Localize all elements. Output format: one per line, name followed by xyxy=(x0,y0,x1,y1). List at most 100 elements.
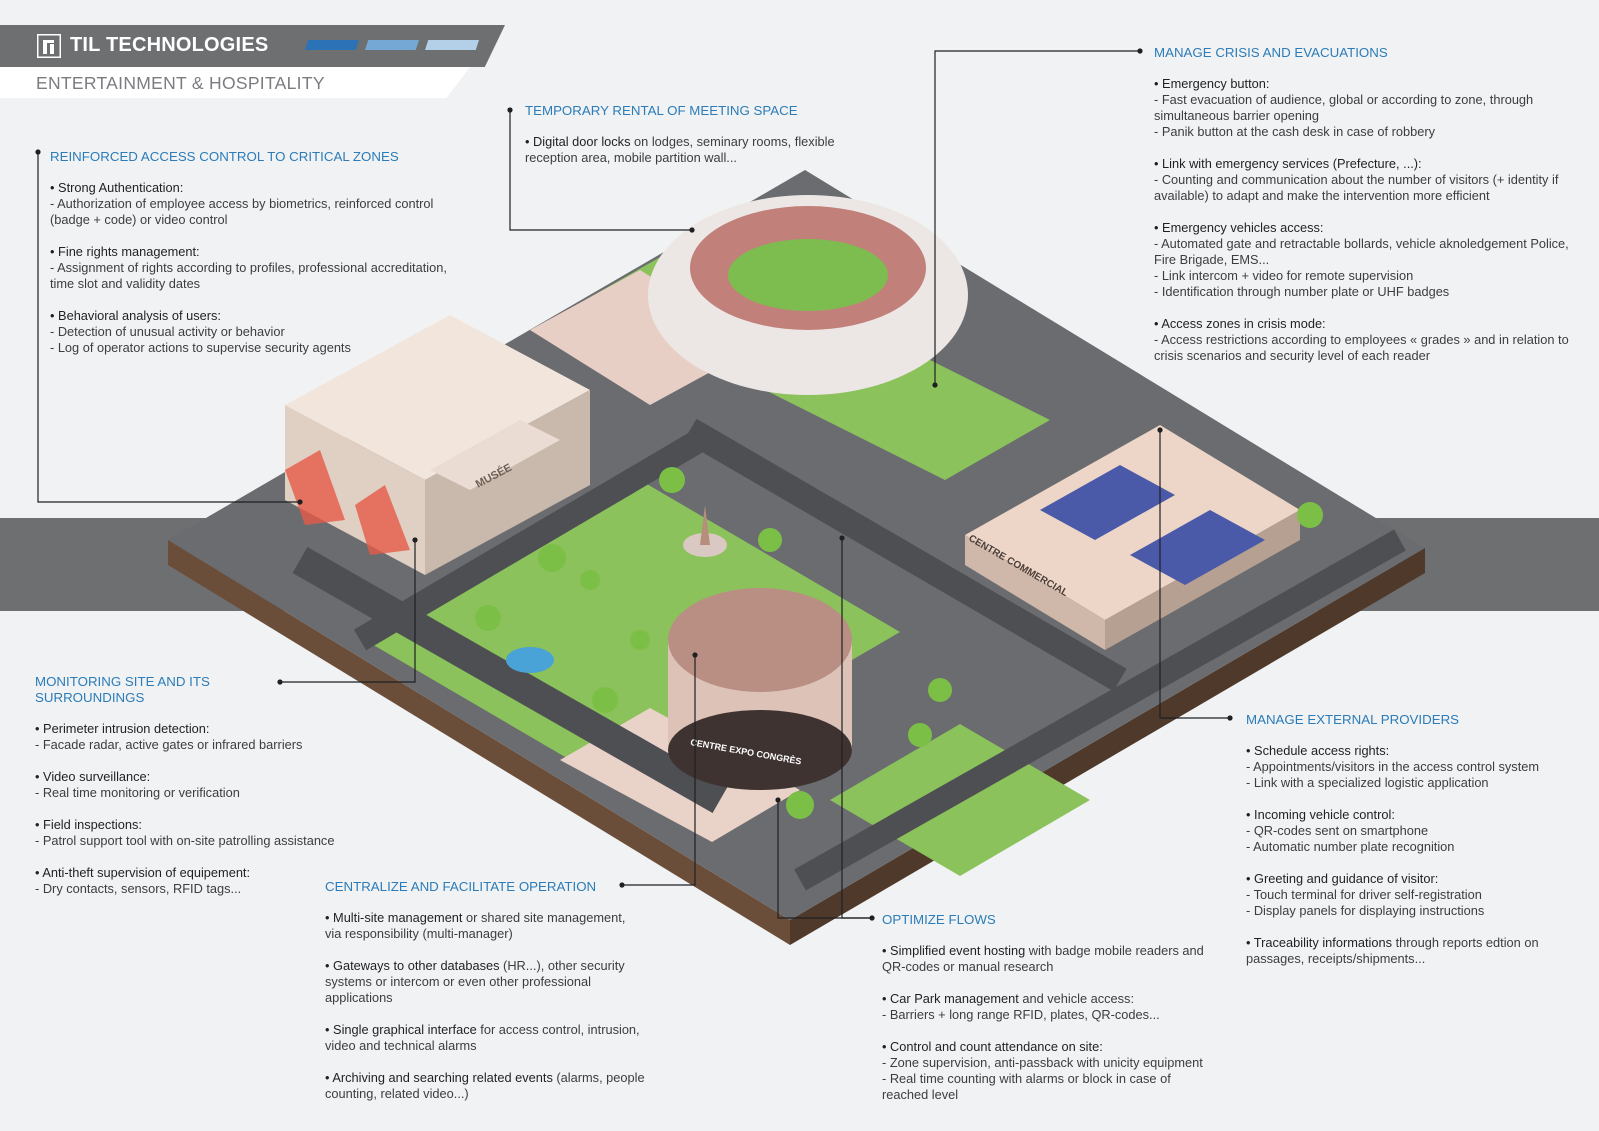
callout-section: • Behavioral analysis of users: - Detect… xyxy=(50,308,460,356)
section-rest: and vehicle access: xyxy=(1018,991,1135,1006)
section-line: - Appointments/visitors in the access co… xyxy=(1246,759,1540,774)
monument-obelisk xyxy=(700,505,710,545)
section-lead: • Simplified event hosting xyxy=(882,943,1026,958)
section-line: - Access restrictions according to emplo… xyxy=(1154,332,1569,363)
callout-title: CENTRALIZE AND FACILITATE OPERATION xyxy=(325,879,597,894)
section-lead: • Perimeter intrusion detection: xyxy=(35,721,210,736)
section-lead: • Archiving and searching related events xyxy=(325,1070,553,1085)
header-stripe-dark xyxy=(305,40,359,50)
section-lead: • Access zones in crisis mode: xyxy=(1154,316,1326,331)
base-left-side xyxy=(168,540,790,945)
callout-title: MONITORING SITE AND ITS SURROUNDINGS xyxy=(35,674,210,705)
callout-section: • Car Park management and vehicle access… xyxy=(882,991,1217,1023)
section-line: - QR-codes sent on smartphone xyxy=(1246,823,1429,838)
section-lead: • Strong Authentication: xyxy=(50,180,184,195)
page-subtitle: ENTERTAINMENT & HOSPITALITY xyxy=(36,73,325,93)
fountain xyxy=(506,647,554,673)
section-line: - Patrol support tool with on-site patro… xyxy=(35,833,335,848)
expo-bottom xyxy=(668,710,852,790)
callout-title: REINFORCED ACCESS CONTROL TO CRITICAL ZO… xyxy=(50,149,399,164)
section-lead: • Emergency vehicles access: xyxy=(1154,220,1324,235)
section-lead: • Digital door locks xyxy=(525,134,631,149)
section-lead: • Behavioral analysis of users: xyxy=(50,308,221,323)
callout-section: • Traceability informations through repo… xyxy=(1246,935,1566,967)
mall-roof xyxy=(965,425,1300,620)
section-line: - Counting and communication about the n… xyxy=(1154,172,1559,203)
plaza-pavement xyxy=(530,270,760,405)
section-lead: • Greeting and guidance of visitor: xyxy=(1246,871,1439,886)
callout-section: • Perimeter intrusion detection: - Facad… xyxy=(35,721,355,753)
section-line: - Touch terminal for driver self-registr… xyxy=(1246,887,1482,902)
museum-red-glass-2 xyxy=(355,485,410,555)
section-lead: • Car Park management xyxy=(882,991,1019,1006)
road-center xyxy=(683,418,1127,692)
museum-roof xyxy=(285,315,590,480)
section-line: - Fast evacuation of audience, global or… xyxy=(1154,92,1534,123)
section-lead: • Single graphical interface xyxy=(325,1022,477,1037)
trees xyxy=(475,467,1323,819)
section-lead: • Anti-theft supervision of equipement: xyxy=(35,865,251,880)
callout-lines xyxy=(37,50,1230,919)
section-lead: • Emergency button: xyxy=(1154,76,1270,91)
section-rest: through reports edtion on passages, rece… xyxy=(1246,935,1539,966)
callout-dots xyxy=(35,48,1233,921)
callout-meeting-space: TEMPORARY RENTAL OF MEETING SPACE • Digi… xyxy=(525,103,845,182)
callout-section: • Gateways to other databases (HR...), o… xyxy=(325,958,645,1006)
section-line: - Facade radar, active gates or infrared… xyxy=(35,737,303,752)
mall-left-wall xyxy=(965,535,1105,650)
section-line: - Authorization of employee access by bi… xyxy=(50,196,434,227)
section-line: - Automatic number plate recognition xyxy=(1246,839,1455,854)
solar-panels-1 xyxy=(1040,465,1175,540)
expo-top xyxy=(668,588,852,692)
stadium-pitch xyxy=(728,239,888,311)
callout-section: • Archiving and searching related events… xyxy=(325,1070,645,1102)
section-lead: • Video surveillance: xyxy=(35,769,151,784)
section-line: - Zone supervision, anti-passback with u… xyxy=(882,1055,1203,1070)
section-lead: • Incoming vehicle control: xyxy=(1246,807,1395,822)
section-line: - Log of operator actions to supervise s… xyxy=(50,340,351,355)
callout-access-control: REINFORCED ACCESS CONTROL TO CRITICAL ZO… xyxy=(50,149,460,372)
callout-centralize: CENTRALIZE AND FACILITATE OPERATION • Mu… xyxy=(325,879,645,1118)
callout-crisis: MANAGE CRISIS AND EVACUATIONS • Emergenc… xyxy=(1154,45,1574,380)
callout-section: • Emergency vehicles access: - Automated… xyxy=(1154,220,1574,300)
section-rest: with badge mobile readers and QR-codes o… xyxy=(882,943,1204,974)
section-rest: on lodges, seminary rooms, flexible rece… xyxy=(525,134,835,165)
section-line: - Automated gate and retractable bollard… xyxy=(1154,236,1569,267)
section-rest: for access control, intrusion, video and… xyxy=(325,1022,640,1053)
section-rest: or shared site management, via responsib… xyxy=(325,910,626,941)
section-lead: • Multi-site management xyxy=(325,910,463,925)
callout-title: TEMPORARY RENTAL OF MEETING SPACE xyxy=(525,103,798,118)
til-logo-icon xyxy=(37,34,61,58)
section-lead: • Schedule access rights: xyxy=(1246,743,1390,758)
section-line: - Real time monitoring or verification xyxy=(35,785,240,800)
section-line: - Assignment of rights according to prof… xyxy=(50,260,447,291)
callout-section: • Emergency button: - Fast evacuation of… xyxy=(1154,76,1574,140)
callout-section: • Anti-theft supervision of equipement: … xyxy=(35,865,355,897)
callout-section: • Access zones in crisis mode: - Access … xyxy=(1154,316,1574,364)
section-line: - Link intercom + video for remote super… xyxy=(1154,268,1414,283)
callout-section: • Link with emergency services (Prefectu… xyxy=(1154,156,1574,204)
callout-section: • Greeting and guidance of visitor: - To… xyxy=(1246,871,1566,919)
brand-name: TIL TECHNOLOGIES xyxy=(70,34,269,56)
section-line: - Detection of unusual activity or behav… xyxy=(50,324,285,339)
callout-section: • Incoming vehicle control: - QR-codes s… xyxy=(1246,807,1566,855)
callout-title: MANAGE CRISIS AND EVACUATIONS xyxy=(1154,45,1388,60)
header-stripe-mid xyxy=(365,40,419,50)
subtitle-bar xyxy=(0,67,470,98)
header-stripe-light xyxy=(425,40,479,50)
section-lead: • Traceability informations xyxy=(1246,935,1393,950)
callout-section: • Strong Authentication: - Authorization… xyxy=(50,180,460,228)
callout-section: • Single graphical interface for access … xyxy=(325,1022,645,1054)
section-lead: • Control and count attendance on site: xyxy=(882,1039,1103,1054)
section-rest: (HR...), other security systems or inter… xyxy=(325,958,625,1005)
section-line: - Dry contacts, sensors, RFID tags... xyxy=(35,881,242,896)
header-bar xyxy=(0,25,505,67)
callout-providers: MANAGE EXTERNAL PROVIDERS • Schedule acc… xyxy=(1246,712,1566,983)
callout-section: • Multi-site management or shared site m… xyxy=(325,910,645,942)
section-line: - Identification through number plate or… xyxy=(1154,284,1450,299)
callout-flows: OPTIMIZE FLOWS • Simplified event hostin… xyxy=(882,912,1217,1119)
section-line: - Display panels for displaying instruct… xyxy=(1246,903,1485,918)
museum-pediment xyxy=(430,420,560,490)
callout-section: • Video surveillance: - Real time monito… xyxy=(35,769,355,801)
